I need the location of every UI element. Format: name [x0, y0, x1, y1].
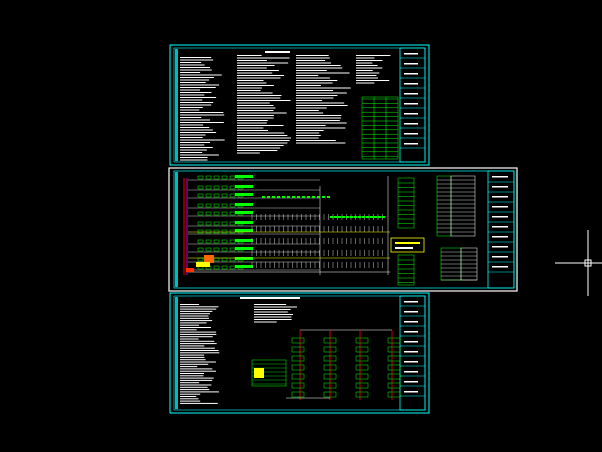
title-block [400, 53, 425, 149]
legend-text [395, 242, 420, 249]
equipment-tables [397, 175, 478, 286]
crosshair-cursor-icon [555, 230, 602, 296]
material-table [361, 96, 399, 160]
title-block [488, 176, 514, 273]
sheet-3-system-diagram[interactable] [169, 292, 430, 414]
system-diagram [251, 329, 401, 400]
title-block [400, 301, 425, 397]
sheet-2-riser-diagram[interactable] [168, 167, 518, 292]
riser-diagram [183, 175, 390, 275]
notes-text [180, 51, 391, 161]
legend-box [390, 237, 425, 253]
notes-text [180, 297, 300, 404]
sheet-1-general-notes[interactable] [169, 44, 430, 166]
